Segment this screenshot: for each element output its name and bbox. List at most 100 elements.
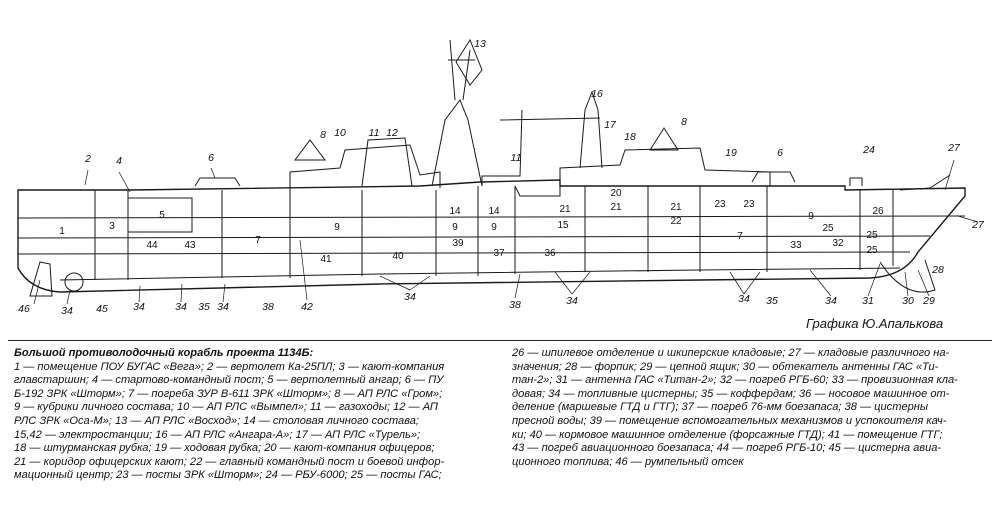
callout-number: 34 bbox=[566, 295, 578, 307]
aft-superstructure bbox=[289, 144, 441, 190]
compartment-number: 36 bbox=[544, 248, 556, 259]
callout-number: 6 bbox=[777, 147, 783, 159]
callout-number: 38 bbox=[262, 301, 274, 313]
aft-launcher bbox=[194, 177, 241, 187]
compartment-number: 21 bbox=[670, 202, 682, 213]
fore-mast bbox=[579, 90, 603, 169]
legend-line: ционного топлива; 46 — румпельный отсек bbox=[512, 455, 744, 468]
callout-number: 2 bbox=[84, 153, 91, 165]
grom-radar-fore bbox=[649, 127, 679, 151]
legend-line: 15,42 — электростанции; 16 — АП РЛС «Анг… bbox=[14, 428, 421, 441]
callout-number: 17 bbox=[604, 119, 617, 131]
callout-number: 35 bbox=[766, 295, 778, 307]
funnel bbox=[361, 137, 413, 187]
main-mast bbox=[431, 98, 483, 187]
compartment-number: 37 bbox=[493, 248, 505, 259]
sonar-dome bbox=[879, 259, 936, 293]
callout-number: 31 bbox=[862, 295, 874, 307]
callout-number: 11 bbox=[369, 127, 380, 139]
callout-number: 28 bbox=[931, 264, 944, 276]
bulkheads bbox=[94, 186, 894, 280]
voskhod-antenna bbox=[455, 38, 483, 86]
legend-line: главстаршин; 4 — стартово-командный пост… bbox=[14, 374, 444, 387]
callout-number: 34 bbox=[825, 295, 837, 307]
hull-outline bbox=[17, 179, 966, 293]
keel-line bbox=[59, 267, 901, 281]
image-credit: Графика Ю.Апалькова bbox=[806, 316, 944, 331]
fore-superstructure bbox=[559, 147, 771, 186]
hangar bbox=[127, 197, 193, 233]
callout-number: 34 bbox=[217, 301, 229, 313]
legend-line: ки; 40 — кормовое машинное отделение (фо… bbox=[512, 428, 943, 441]
compartment-number: 43 bbox=[184, 240, 196, 251]
legend-line: мационный центр; 23 — посты ЗРК «Шторм»;… bbox=[14, 469, 442, 482]
legend-line: 21 — коридор офицерских кают; 22 — главн… bbox=[14, 455, 445, 468]
callout-number: 8 bbox=[681, 116, 687, 128]
propeller bbox=[64, 272, 84, 292]
compartment-number: 32 bbox=[832, 238, 844, 249]
compartment-number: 39 bbox=[452, 238, 464, 249]
compartment-number: 14 bbox=[488, 206, 500, 217]
compartment-number: 7 bbox=[737, 231, 743, 242]
legend-line: 43 — погреб авиационного боезапаса; 44 —… bbox=[512, 442, 942, 455]
callout-number: 35 bbox=[198, 301, 210, 313]
compartment-number: 23 bbox=[714, 199, 726, 210]
callout-number: 42 bbox=[301, 301, 313, 313]
callout-number: 45 bbox=[96, 303, 108, 315]
legend-line: 18 — штурманская рубка; 19 — ходовая руб… bbox=[14, 442, 435, 455]
callout-number: 34 bbox=[61, 305, 73, 317]
compartment-number: 41 bbox=[320, 254, 332, 265]
caption: Большой противолодочный корабль проекта … bbox=[8, 340, 992, 499]
compartment-number: 21 bbox=[559, 204, 571, 215]
rudder bbox=[29, 261, 53, 297]
legend-line: довая; 34 — топливные цистерны; 35 — коф… bbox=[512, 387, 950, 400]
legend-line: 26 — шпилевое отделение и шкиперские кла… bbox=[512, 347, 950, 359]
callout-number: 30 bbox=[902, 295, 914, 307]
callout-number: 27 bbox=[947, 142, 961, 154]
compartment-number: 14 bbox=[449, 206, 461, 217]
callout-number: 29 bbox=[922, 295, 935, 307]
compartment-number: 9 bbox=[452, 222, 458, 233]
legend-line: Б-192 ЗРК «Шторм»; 7 — погреба ЗУР В-611… bbox=[14, 387, 443, 400]
compartment-number: 25 bbox=[822, 223, 834, 234]
compartment-number: 9 bbox=[334, 222, 340, 233]
callout-number: 34 bbox=[738, 293, 750, 305]
compartment-number: 22 bbox=[670, 216, 682, 227]
leader-lines bbox=[33, 159, 979, 305]
fore-launcher bbox=[751, 171, 796, 183]
compartment-number: 21 bbox=[610, 202, 622, 213]
compartment-number: 25 bbox=[866, 230, 878, 241]
compartment-number: 40 bbox=[392, 251, 404, 262]
callout-number: 46 bbox=[18, 303, 30, 315]
legend-line: тан-2»; 31 — антенна ГАС «Титан-2»; 32 —… bbox=[512, 374, 958, 387]
callout-number: 4 bbox=[116, 155, 122, 167]
callout-number: 13 bbox=[474, 38, 486, 50]
callout-number: 34 bbox=[175, 301, 187, 313]
legend-line: 9 — кубрики личного состава; 10 — АП РЛС… bbox=[14, 401, 438, 414]
compartment-number: 44 bbox=[146, 240, 158, 251]
callout-number: 16 bbox=[591, 88, 603, 100]
callout-number: 38 bbox=[509, 299, 521, 311]
legend-line: 1 — помещение ПОУ БУГАС «Вега»; 2 — верт… bbox=[14, 360, 445, 373]
rbu bbox=[849, 177, 863, 186]
compartment-number: 23 bbox=[743, 199, 755, 210]
callout-number: 18 bbox=[624, 131, 636, 143]
callout-number: 27 bbox=[971, 219, 985, 231]
callout-number: 24 bbox=[862, 144, 875, 156]
caption-title: Большой противолодочный корабль проекта … bbox=[14, 347, 314, 359]
callout-number: 34 bbox=[404, 291, 416, 303]
callout-number: 8 bbox=[320, 129, 326, 141]
compartment-number: 25 bbox=[866, 245, 878, 256]
legend-line: РЛС ЗРК «Оса-М»; 13 — АП РЛС «Восход»; 1… bbox=[14, 414, 420, 427]
callout-number: 12 bbox=[386, 127, 398, 139]
legend-line: пресной воды; 39 — помещение вспомогател… bbox=[512, 414, 947, 427]
caption-column-right: 26 — шпилевое отделение и шкиперские кла… bbox=[512, 347, 986, 469]
callout-number: 19 bbox=[725, 147, 737, 159]
compartment-number: 5 bbox=[159, 210, 165, 221]
legend-line: значения; 28 — форпик; 29 — цепной ящик;… bbox=[512, 360, 939, 373]
callout-number: 11 bbox=[511, 152, 522, 164]
compartment-number: 7 bbox=[255, 235, 261, 246]
